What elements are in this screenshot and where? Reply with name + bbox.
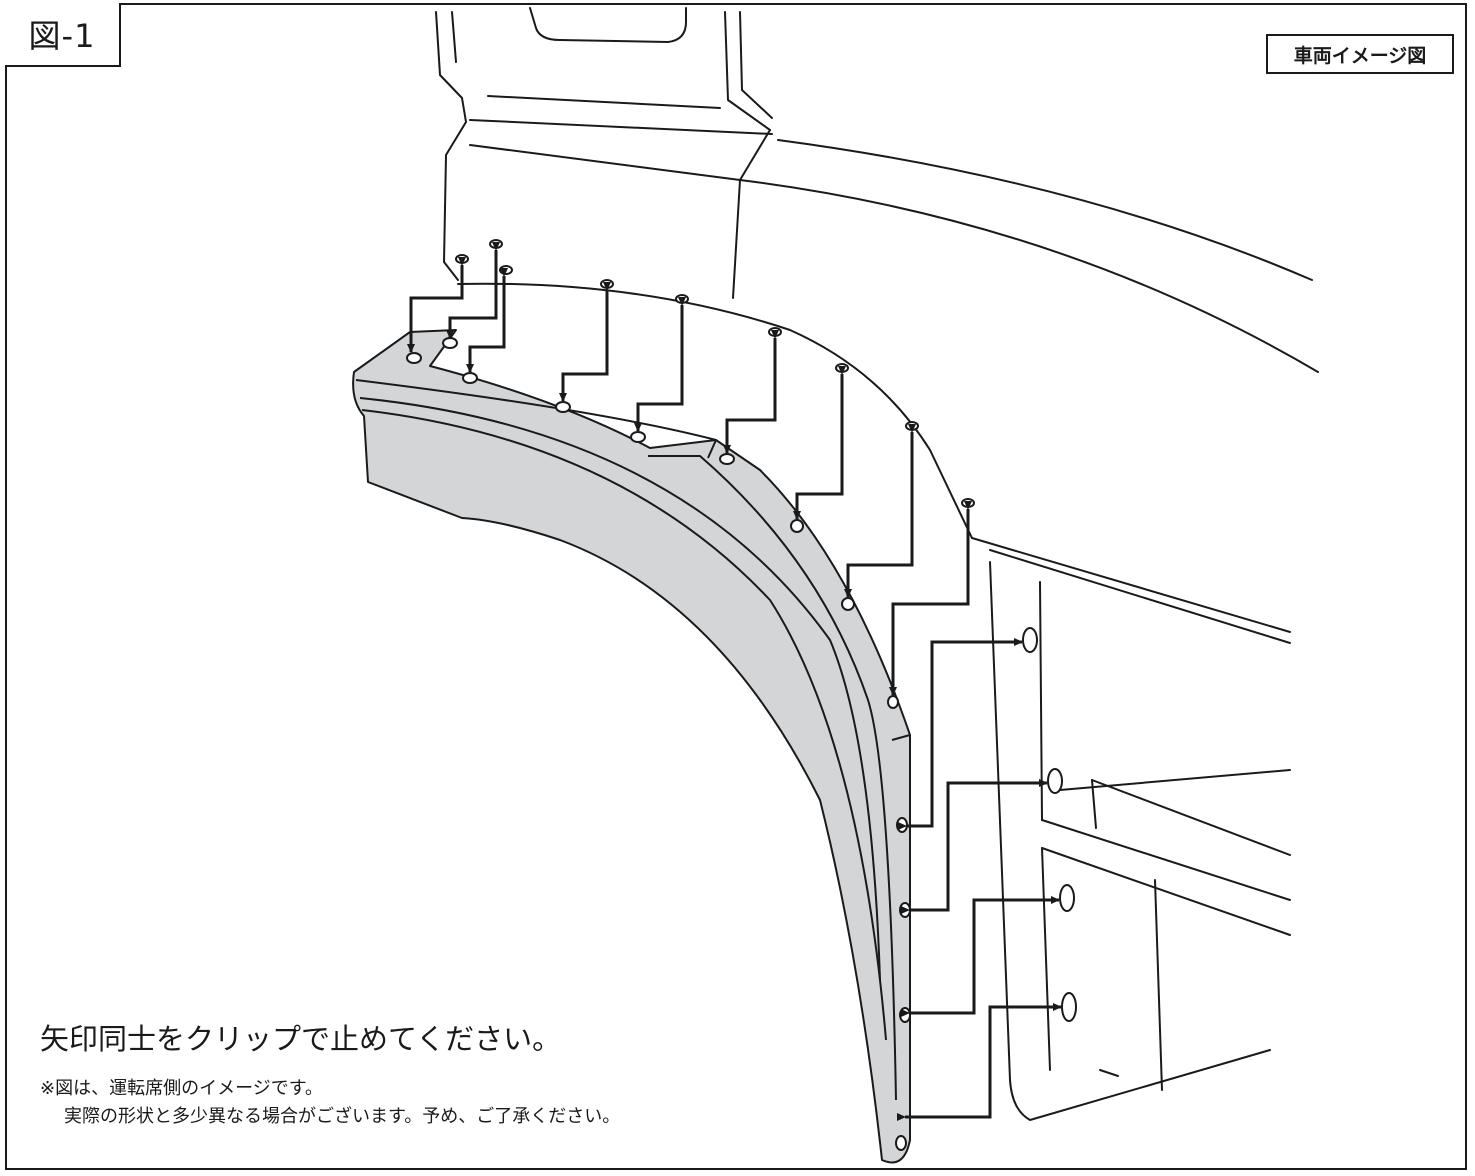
instruction-text: 矢印同士をクリップで止めてください。 xyxy=(40,1022,562,1056)
image-tag: 車両イメージ図 xyxy=(1266,34,1454,74)
note-line-1: ※図は、運転席側のイメージです。 xyxy=(40,1078,323,1099)
arrow-connector xyxy=(466,268,508,373)
figure-label: 図-1 xyxy=(5,3,121,67)
note-line-2: 実際の形状と多少異なる場合がございます。予め、ご了承ください。 xyxy=(64,1106,621,1127)
arrow-connector xyxy=(634,297,686,432)
arrow-connector xyxy=(723,330,779,454)
outer-frame xyxy=(5,3,1467,1170)
arrow-connector xyxy=(897,1003,1062,1121)
arrow-connector xyxy=(889,501,972,696)
clip-connection-arrows xyxy=(407,242,1062,1121)
fender-flare-panel xyxy=(352,329,911,1164)
arrow-connector xyxy=(559,282,611,402)
arrow-connector xyxy=(844,424,916,598)
arrow-connector xyxy=(793,366,846,520)
